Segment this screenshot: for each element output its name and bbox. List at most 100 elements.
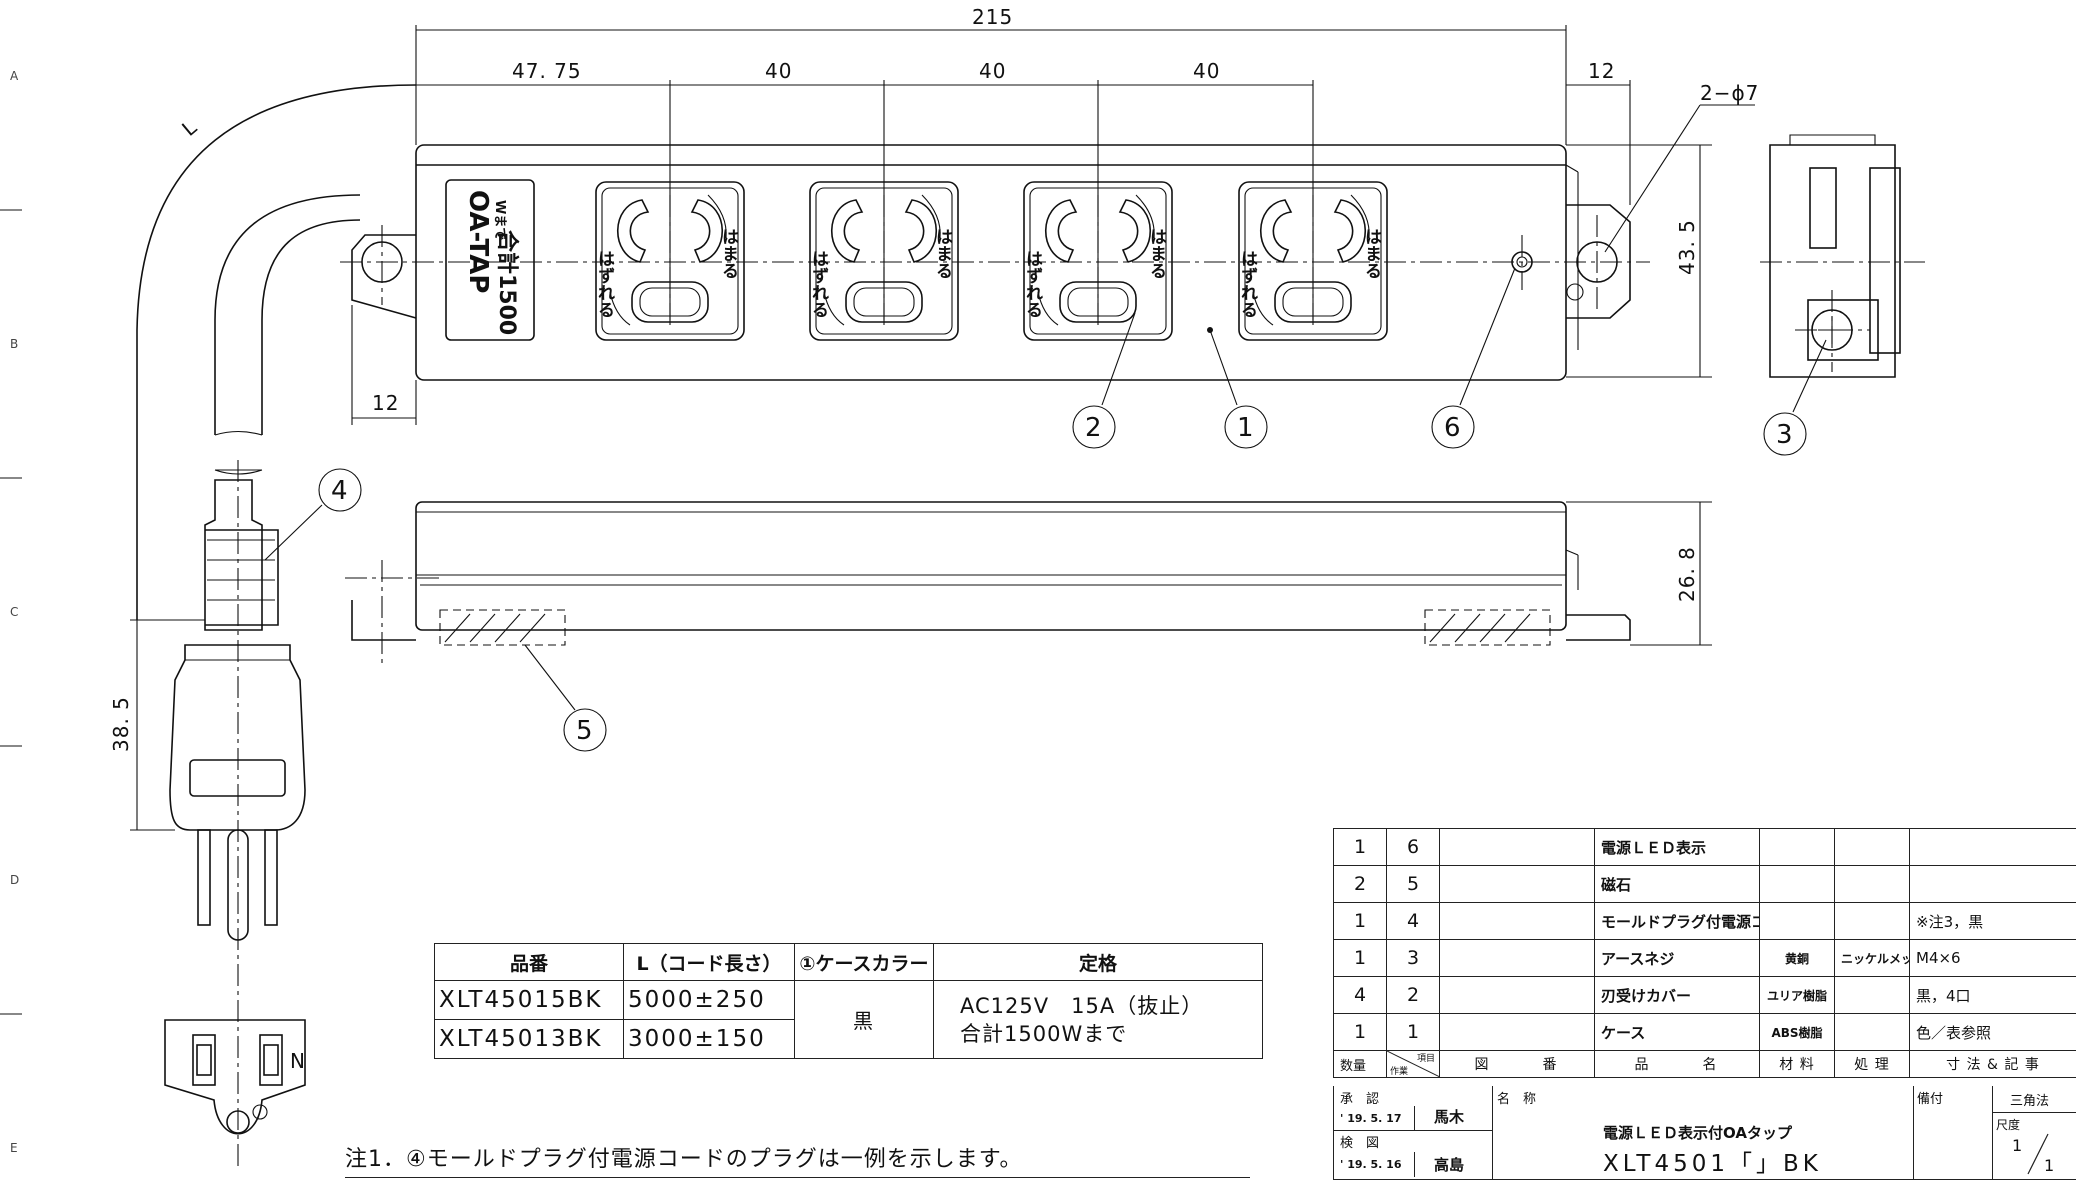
- bom-qty: 1: [1334, 829, 1387, 866]
- bom-row: 14 モールドプラグ付電源コード ※注3，黒: [1334, 903, 2076, 940]
- bom-remarks: ※注3，黒: [1910, 903, 2076, 940]
- bom-name: アースネジ: [1595, 940, 1760, 977]
- bom-finish: [1835, 1014, 1910, 1051]
- dim-pitch-3: 40: [1193, 59, 1220, 83]
- bom-header-item: 項目 作業: [1387, 1051, 1440, 1078]
- bom-drawing-no: [1440, 940, 1595, 977]
- bom-material: [1760, 903, 1835, 940]
- zone-label-b: B: [10, 337, 18, 351]
- cord-length-arc: [137, 85, 416, 620]
- bill-of-materials: 16電源ＬＥＤ表示25磁石14モールドプラグ付電源コード※注3，黒13アースネジ…: [1333, 828, 2076, 1078]
- zone-label-e: E: [10, 1141, 18, 1155]
- bom-qty: 1: [1334, 1014, 1387, 1051]
- bom-header-item-label: 項目: [1417, 1051, 1435, 1064]
- bom-material: ユリア樹脂: [1760, 977, 1835, 1014]
- bom-name: 電源ＬＥＤ表示: [1595, 829, 1760, 866]
- dim-height: 43. 5: [1675, 219, 1699, 275]
- bom-item-no: 3: [1387, 940, 1440, 977]
- bom-finish: [1835, 977, 1910, 1014]
- spec-table: 品番 L（コード長さ） ①ケースカラー 定格 XLT45015BK 5000±2…: [434, 943, 1263, 1059]
- bom-drawing-no: [1440, 1014, 1595, 1051]
- spec-rating-line2: 合計1500Wまで: [960, 1020, 1258, 1048]
- balloon-4: 4: [331, 476, 348, 506]
- spec-header-rating: 定格: [934, 944, 1263, 981]
- title-block: 16電源ＬＥＤ表示25磁石14モールドプラグ付電源コード※注3，黒13アースネジ…: [1333, 828, 2076, 1179]
- bom-name: モールドプラグ付電源コード: [1595, 903, 1760, 940]
- bom-remarks: 色／表参照: [1910, 1014, 2076, 1051]
- bom-material: [1760, 829, 1835, 866]
- bom-item-no: 2: [1387, 977, 1440, 1014]
- spec-header-length: L（コード長さ）: [624, 944, 795, 981]
- bom-finish: [1835, 866, 1910, 903]
- balloon-6: 6: [1444, 413, 1461, 443]
- end-view: [1760, 135, 1925, 377]
- bom-drawing-no: [1440, 866, 1595, 903]
- left-mount-ear: [352, 235, 416, 318]
- dim-pitch-1: 40: [765, 59, 792, 83]
- rating-suffix: Wまで: [492, 200, 507, 240]
- margin-zone-marks: A B C D E: [0, 69, 22, 1155]
- bom-item-no: 5: [1387, 866, 1440, 903]
- spec-rating-line1: AC125V 15A（抜止）: [960, 992, 1258, 1020]
- bom-header-drawing-no: 図 番: [1440, 1051, 1595, 1078]
- outlet-lock-text: はまる: [1146, 228, 1166, 279]
- bom-item-no: 4: [1387, 903, 1440, 940]
- bom-qty: 4: [1334, 977, 1387, 1014]
- bom-header-qty: 数量: [1334, 1051, 1387, 1078]
- balloon-2: 2: [1085, 413, 1102, 443]
- spec-part-2: XLT45013BK: [435, 1020, 624, 1059]
- bom-header-name: 品 名: [1595, 1051, 1760, 1078]
- bom-name: ケース: [1595, 1014, 1760, 1051]
- approve-label: 承 認: [1340, 1088, 1379, 1107]
- bom-header-material: 材 料: [1760, 1051, 1835, 1078]
- molded-plug: 38. 5: [109, 460, 305, 1170]
- zone-label-d: D: [10, 873, 19, 887]
- bom-qty: 2: [1334, 866, 1387, 903]
- outlet-lock-text: はまる: [1361, 228, 1381, 279]
- outlet-release-text: はずれる: [808, 250, 829, 318]
- bom-header-work-label: 作業: [1390, 1064, 1408, 1077]
- bom-qty: 1: [1334, 940, 1387, 977]
- balloon-5: 5: [576, 716, 593, 746]
- outlet-release-text: はずれる: [1237, 250, 1258, 318]
- plug-blade-left: [198, 830, 210, 925]
- outlet-1: はずれるはまる: [594, 182, 744, 340]
- check-label: 検 図: [1340, 1132, 1379, 1151]
- name-label: 名 称: [1497, 1088, 1536, 1107]
- bom-finish: ニッケルメッキ: [1835, 940, 1910, 977]
- balloon-3: 3: [1776, 420, 1793, 450]
- model-number: XLT4501「」BK: [1603, 1144, 1822, 1178]
- bom-remarks: [1910, 866, 2076, 903]
- bom-qty: 1: [1334, 903, 1387, 940]
- plug-face-view: N: [165, 1020, 305, 1134]
- dim-pitch-2: 40: [979, 59, 1006, 83]
- notes-box: 備付: [1913, 1086, 1993, 1180]
- dim-left-offset: 12: [372, 391, 399, 415]
- bom-drawing-no: [1440, 977, 1595, 1014]
- dim-side-height: 26. 8: [1675, 546, 1699, 602]
- bom-material: 黄銅: [1760, 940, 1835, 977]
- side-view: 26. 8: [345, 502, 1712, 665]
- bom-row: 13アースネジ黄銅ニッケルメッキM4×6: [1334, 940, 2076, 977]
- spec-part-1: XLT45015BK: [435, 981, 624, 1020]
- bom-drawing-no: [1440, 829, 1595, 866]
- power-cord: L: [137, 85, 416, 620]
- bom-item-no: 6: [1387, 829, 1440, 866]
- bom-remarks: [1910, 829, 2076, 866]
- spec-rating: AC125V 15A（抜止） 合計1500Wまで: [934, 981, 1263, 1059]
- zone-label-a: A: [10, 69, 19, 83]
- bom-name: 刃受けカバー: [1595, 977, 1760, 1014]
- bom-name: 磁石: [1595, 866, 1760, 903]
- outlet-lock-text: はまる: [932, 228, 952, 279]
- name-box: 名 称 電源ＬＥＤ表示付OAタップ XLT4501「」BK: [1491, 1086, 1914, 1180]
- approve-date: ' 19. 5. 17: [1340, 1112, 1401, 1125]
- check-date: ' 19. 5. 16: [1340, 1158, 1401, 1171]
- spec-header-part: 品番: [435, 944, 624, 981]
- outlet-4: はずれる はまる: [1237, 182, 1387, 340]
- magnet-left: [440, 610, 565, 645]
- bom-material: [1760, 866, 1835, 903]
- bom-finish: [1835, 903, 1910, 940]
